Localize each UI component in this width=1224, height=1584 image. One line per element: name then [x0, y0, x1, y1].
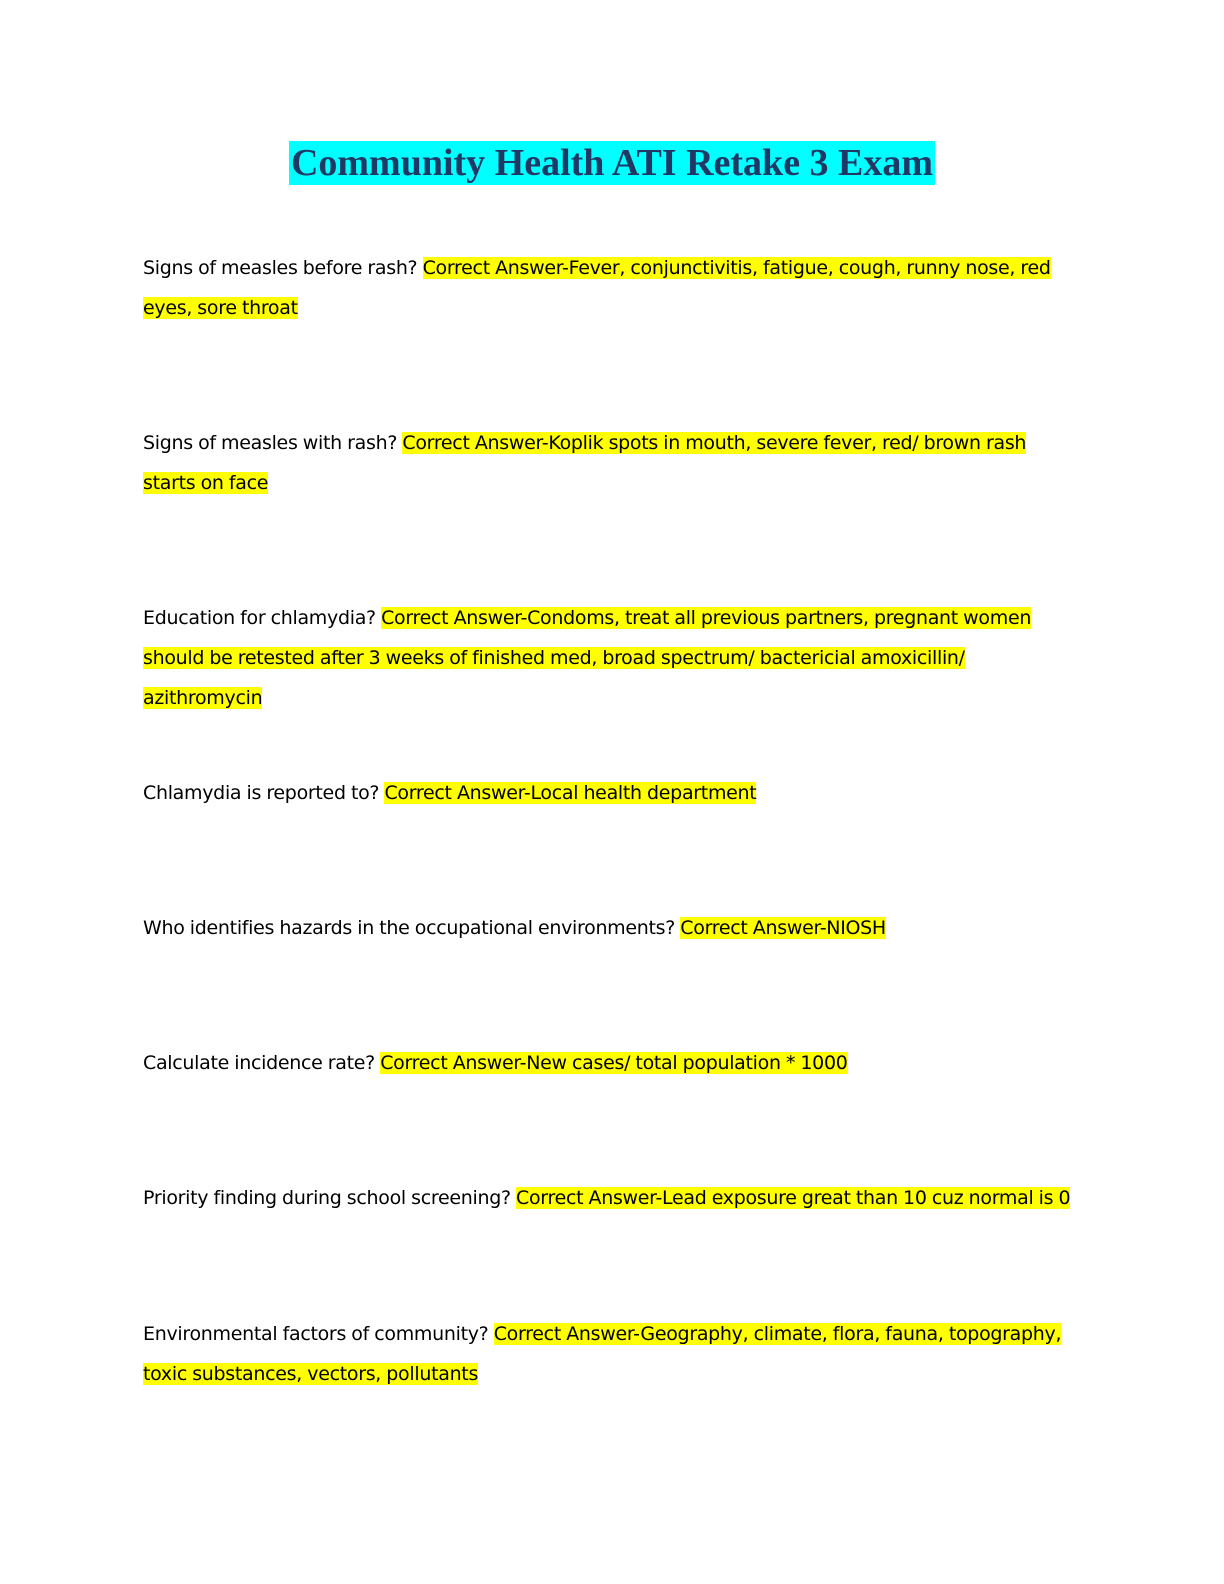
title-container: Community Health ATI Retake 3 Exam — [0, 141, 1224, 185]
answer-text: Correct Answer-NIOSH — [680, 917, 886, 939]
question-text: Chlamydia is reported to? — [143, 782, 385, 804]
question-text: Signs of measles with rash? — [143, 432, 403, 454]
document-title: Community Health ATI Retake 3 Exam — [288, 141, 936, 185]
question-text: Signs of measles before rash? — [143, 257, 423, 279]
qa-item: Calculate incidence rate? Correct Answer… — [143, 1043, 1083, 1083]
qa-item: Signs of measles with rash? Correct Answ… — [143, 423, 1083, 503]
answer-text: Correct Answer-Lead exposure great than … — [516, 1187, 1071, 1209]
qa-item: Environmental factors of community? Corr… — [143, 1314, 1083, 1394]
answer-text: Correct Answer-New cases/ total populati… — [380, 1052, 848, 1074]
question-text: Environmental factors of community? — [143, 1323, 494, 1345]
question-text: Education for chlamydia? — [143, 607, 382, 629]
qa-item: Chlamydia is reported to? Correct Answer… — [143, 773, 1083, 813]
question-text: Priority finding during school screening… — [143, 1187, 517, 1209]
answer-text: Correct Answer-Local health department — [384, 782, 757, 804]
question-text: Who identifies hazards in the occupation… — [143, 917, 681, 939]
qa-item: Priority finding during school screening… — [143, 1178, 1083, 1218]
qa-item: Who identifies hazards in the occupation… — [143, 908, 1083, 948]
qa-item: Signs of measles before rash? Correct An… — [143, 248, 1083, 328]
question-text: Calculate incidence rate? — [143, 1052, 381, 1074]
qa-item: Education for chlamydia? Correct Answer-… — [143, 598, 1083, 718]
